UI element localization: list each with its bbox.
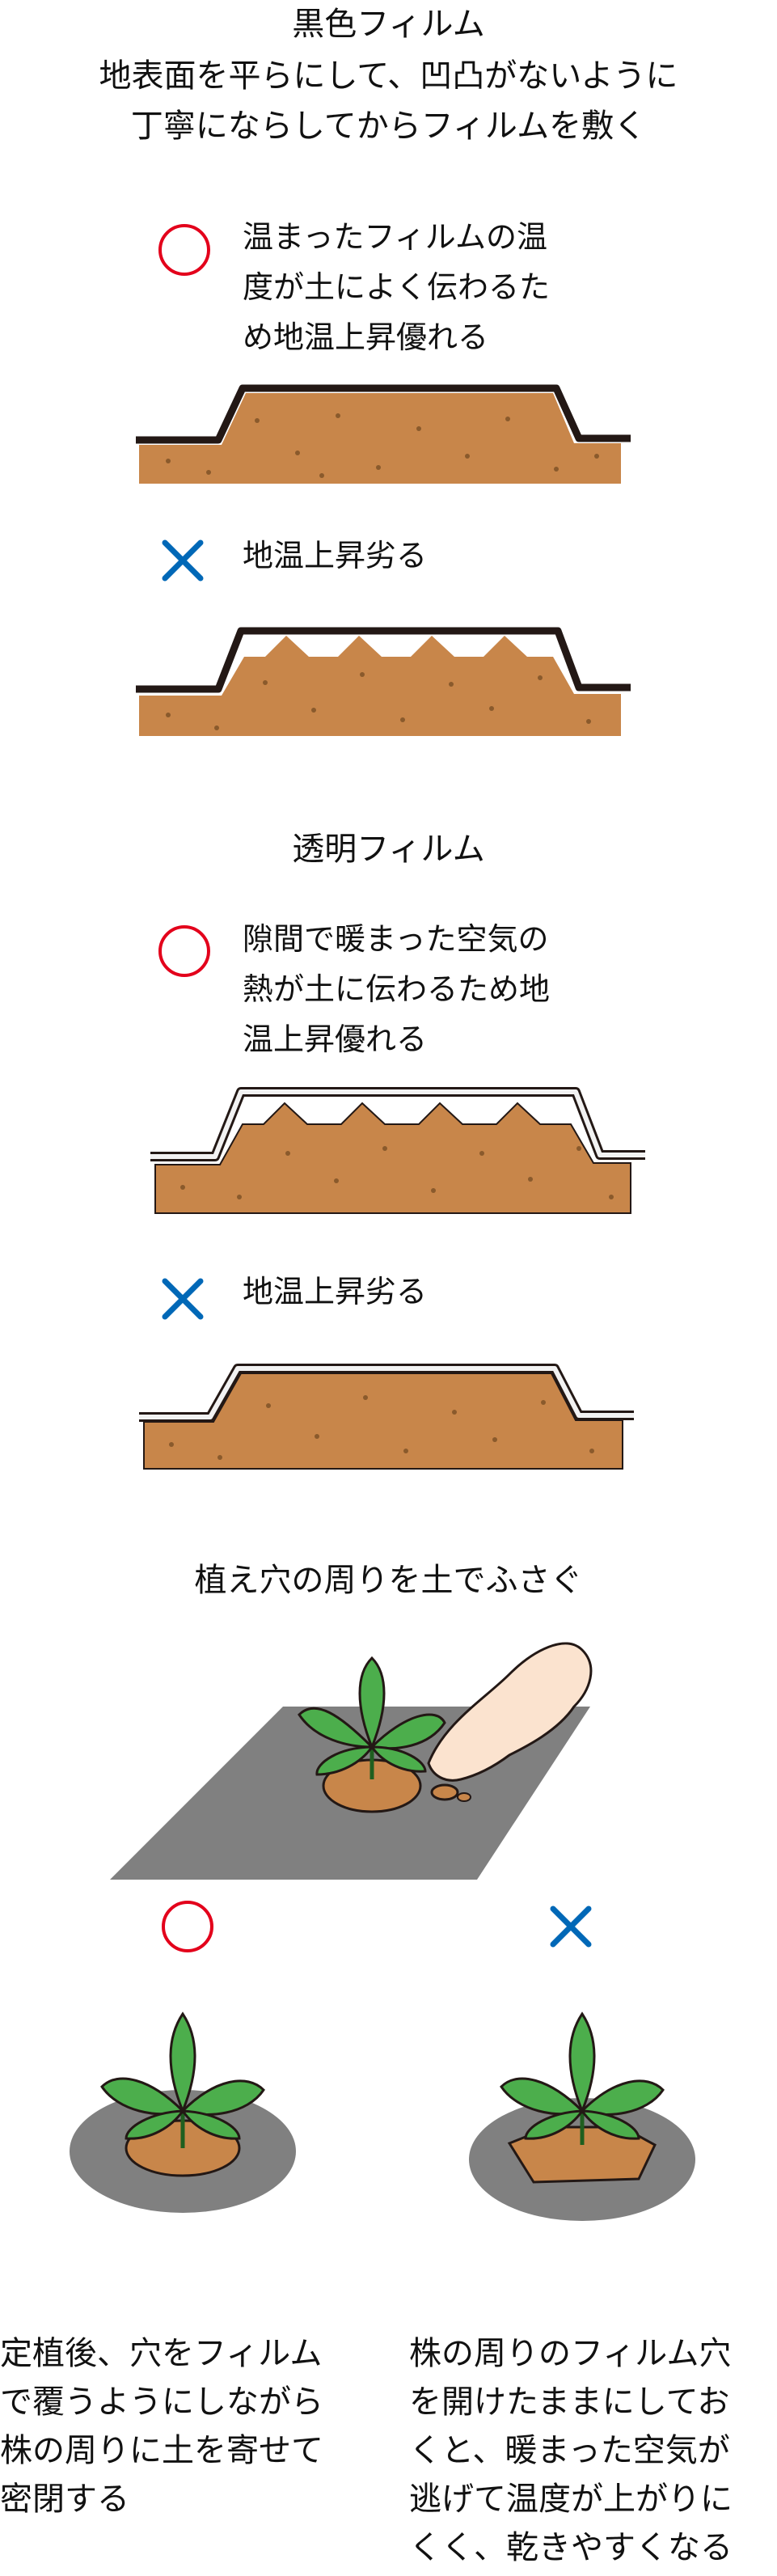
soil-specks bbox=[166, 413, 599, 478]
clear-bad-note: 地温上昇劣る bbox=[243, 1274, 428, 1309]
black-film-title-line-3: 丁寧にならしてからフィルムを敷く bbox=[130, 108, 647, 145]
hole-open-illustration bbox=[469, 2011, 695, 2221]
black-film-flat-diagram bbox=[136, 384, 631, 484]
soil-bumpy bbox=[139, 636, 621, 736]
bad-cross-icon bbox=[162, 1278, 204, 1320]
hole-sealed-illustration bbox=[70, 2011, 296, 2213]
seedling-icon bbox=[100, 2011, 265, 2148]
clear-film-bumpy-diagram bbox=[150, 1087, 645, 1214]
black-film-title-line-2: 地表面を平らにして、凹凸がないように bbox=[99, 57, 678, 95]
black-bad-note: 地温上昇劣る bbox=[243, 538, 428, 573]
hand-icon bbox=[427, 1642, 593, 1782]
mulch-planting-illustration bbox=[110, 1642, 593, 1880]
black-good-note: 温まったフィルムの温 度が土によく伝わるた め地温上昇優れる bbox=[243, 219, 551, 355]
clear-film bbox=[150, 1089, 645, 1159]
good-circle-icon bbox=[162, 1901, 213, 1952]
bad-cross-icon bbox=[162, 539, 204, 582]
seedling-icon bbox=[298, 1656, 446, 1779]
clear-film bbox=[139, 1366, 634, 1419]
black-film bbox=[136, 627, 631, 693]
planting-title: 植え穴の周りを土でふさぐ bbox=[194, 1562, 583, 1599]
sealed-description: 定植後、穴をフィルム で覆うようにしながら 株の周りに土を寄せて 密閉する bbox=[0, 2335, 323, 2518]
soil-flat bbox=[139, 393, 621, 484]
open-description: 株の周りのフィルム穴 を開けたままにしてお くと、暖まった空気が 逃げて温度が上… bbox=[409, 2335, 733, 2566]
black-film-title-line-1: 黒色フィルム bbox=[292, 6, 485, 43]
soil-bumpy bbox=[154, 1102, 631, 1214]
clear-film-flat-diagram bbox=[139, 1364, 634, 1470]
black-film-bumpy-diagram bbox=[136, 627, 631, 736]
good-circle-icon bbox=[158, 925, 210, 977]
black-film bbox=[136, 384, 631, 444]
soil-flat bbox=[143, 1373, 623, 1470]
clear-good-note: 隙間で暖まった空気の 熱が土に伝わるため地 温上昇優れる bbox=[243, 921, 551, 1057]
good-circle-icon bbox=[158, 224, 210, 276]
bad-cross-icon bbox=[550, 1906, 592, 1948]
clear-film-title: 透明フィルム bbox=[292, 831, 485, 868]
seedling-icon bbox=[500, 2011, 665, 2145]
